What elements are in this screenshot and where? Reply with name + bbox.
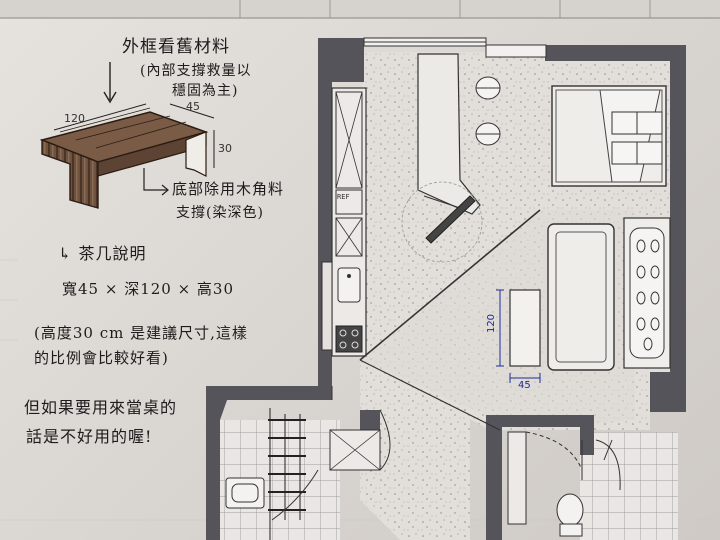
note-remark-3: 但如果要用來當桌的 (24, 398, 178, 417)
tv-cabinet (623, 217, 671, 369)
sketch-height-label: 30 (218, 142, 232, 155)
note-stability: 穩固為主) (172, 83, 239, 99)
note-remark-2: 的比例會比較好看) (34, 349, 169, 367)
note-size: 寬45 × 深120 × 高30 (62, 280, 235, 298)
top-window (363, 37, 547, 58)
sketch-length-label: 120 (64, 112, 85, 125)
note-remark-4: 話是不好用的喔! (26, 427, 153, 446)
storage-cabinet (329, 429, 381, 471)
note-remark-1: (高度30 cm 是建議尺寸,這樣 (34, 324, 248, 342)
coffee-table-plan (496, 289, 541, 383)
title-block (0, 0, 720, 19)
bathroom-tiles (220, 420, 678, 540)
door-swings (331, 386, 391, 471)
bar-counter (401, 53, 501, 263)
note-dark-stain: 支撐(染深色) (176, 205, 264, 221)
plan-table-width-label: 45 (518, 380, 531, 391)
note-heading: ↳ 茶几說明 (58, 244, 147, 263)
plan-table-depth-label: 120 (486, 313, 498, 334)
kitchen-counter (321, 87, 367, 357)
bed (551, 85, 667, 187)
entry-line (359, 359, 501, 431)
coffee-table-sketch (39, 62, 215, 209)
note-outer-frame: 外框看舊材料 (122, 37, 230, 57)
diagonal-partition (359, 209, 541, 361)
sofa (547, 223, 615, 371)
right-bathroom (507, 431, 621, 537)
left-bathroom (225, 408, 319, 540)
note-inner-support: (內部支撐救量以 (140, 63, 252, 79)
fridge-tag: REF (337, 193, 350, 201)
note-bottom-support: 底部除用木角料 (172, 180, 285, 198)
sketch-width-label: 45 (186, 100, 200, 113)
